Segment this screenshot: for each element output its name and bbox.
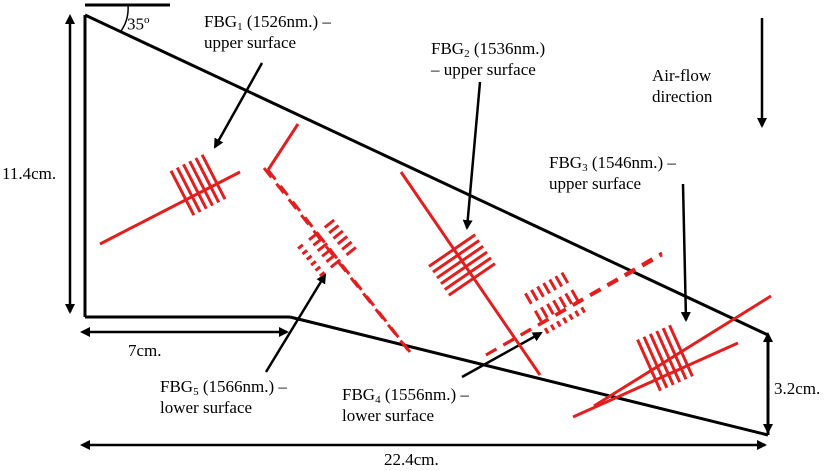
cross-fiber-fbg1 [266,123,300,171]
sensor-label-fbg2-line2: – upper surface [431,60,536,79]
grating-line-fbg1 [194,157,221,204]
grating-line-fbg3 [661,327,688,380]
grating-line-fbg1 [182,163,208,210]
fiber-fbg1 [99,170,241,246]
sensor-label-fbg4: FBG4 (1556nm.) – lower surface [342,384,469,426]
grating-line-fbg2 [428,233,477,268]
leader-fbg5 [264,273,327,373]
angle-unit: o [144,14,150,26]
airflow-label-line2: direction [652,87,713,106]
grating-line-fbg4 [524,292,550,335]
sensor-layer [99,123,772,419]
sensor-label-fbg3-line2: upper surface [549,174,642,193]
cross-fiber-fbg4 [485,251,663,357]
grating-line-fbg2 [436,245,484,280]
dim-label-right-height: 3.2cm. [774,379,821,398]
grating-line-fbg4 [548,278,574,321]
grating-line-fbg3 [642,336,669,389]
dim-label-left-height: 11.4cm. [2,164,57,183]
sensor-label-fbg1-line2: upper surface [204,33,297,52]
grating-line-fbg4 [554,275,580,317]
grating-line-fbg2 [447,262,496,297]
sensor-label-fbg3: FBG3 (1546nm.) – upper surface [549,152,676,194]
grating-line-fbg5 [305,229,344,261]
wing-outline [83,3,770,437]
sensor-label-fbg5-line2: lower surface [160,398,253,417]
angle-label: 35o [127,14,150,35]
airflow-label-line1: Air-flow [652,66,712,85]
wing-leading-edge [84,13,769,337]
grating-line-fbg1 [188,160,214,207]
sensor-label-fbg3-line1: FBG3 (1546nm.) – [549,153,676,174]
grating-line-fbg5 [318,246,357,278]
grating-line-fbg1 [175,166,202,213]
leader-fbg2 [462,81,482,230]
grating-line-fbg2 [432,239,481,274]
cross-fiber-fbg3 [593,294,772,408]
grating-line-fbg2 [440,250,488,285]
sensor-label-fbg2-line1: FBG2 (1536nm.) [431,39,546,60]
grating-line-fbg4 [542,282,568,324]
grating-line-fbg5 [297,218,336,250]
dimension-arrows [65,13,773,450]
leader-fbg1 [213,62,264,149]
dim-label-total-width: 22.4cm. [384,450,439,469]
grating-line-fbg1 [169,170,196,216]
wing-trailing-edge-outer [289,315,769,437]
dim-label-top-width: 7cm. [128,341,162,360]
leader-arrows [213,62,691,379]
leader-fbg4 [461,331,543,379]
grating-line-fbg1 [200,154,227,200]
sensor-label-fbg4-line2: lower surface [342,406,435,425]
leader-fbg3 [680,183,691,322]
sensor-label-fbg2: FBG2 (1536nm.) – upper surface [431,38,545,80]
sensor-label-fbg1: FBG1 (1526nm.) – upper surface [204,11,331,53]
grating-line-fbg3 [655,330,682,383]
grating-line-fbg3 [648,333,675,386]
angle-value: 35 [127,14,144,34]
grating-line-fbg4 [560,271,586,314]
grating-line-fbg2 [443,256,492,291]
angle-arc [120,4,129,32]
sensor-label-fbg1-line1: FBG1 (1526nm.) – [204,12,331,33]
airflow-label: Air-flow direction [652,65,712,107]
grating-line-fbg5 [301,224,340,256]
grating-line-fbg3 [636,338,662,392]
sensor-label-fbg5-line1: FBG5 (1566nm.) – [160,377,287,398]
sensor-label-fbg5: FBG5 (1566nm.) – lower surface [160,376,287,418]
grating-line-fbg4 [530,289,556,331]
grating-line-fbg4 [536,285,562,328]
sensor-label-fbg4-line1: FBG4 (1556nm.) – [342,385,469,406]
